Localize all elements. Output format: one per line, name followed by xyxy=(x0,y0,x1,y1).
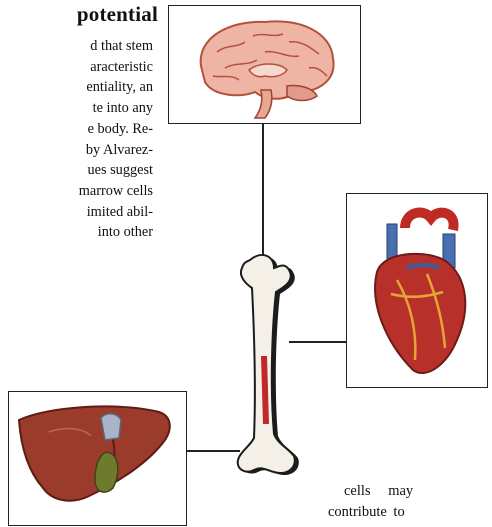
continuation-line: cells may xyxy=(322,481,492,502)
paragraph-line: d that stem xyxy=(0,36,153,57)
continuation-text: cells may contribute to xyxy=(322,481,492,523)
femur-bone-icon xyxy=(228,250,320,480)
paragraph-line: entiality, an xyxy=(0,77,153,98)
paragraph-line: ues suggest xyxy=(0,160,153,181)
brain-icon xyxy=(169,6,360,123)
paragraph-line: aracteristic xyxy=(0,57,153,78)
liver-panel xyxy=(8,391,187,526)
continuation-line: contribute to xyxy=(322,502,492,523)
paragraph-line: by Alvarez- xyxy=(0,140,153,161)
paragraph-line: e body. Re- xyxy=(0,119,153,140)
heart-icon xyxy=(347,194,487,387)
body-paragraph: d that stem aracteristic entiality, an t… xyxy=(0,36,153,243)
paragraph-line: into other xyxy=(0,222,153,243)
paragraph-line: te into any xyxy=(0,98,153,119)
paragraph-line: imited abil- xyxy=(0,202,153,223)
section-heading: potential xyxy=(0,2,158,27)
liver-icon xyxy=(9,392,186,525)
brain-panel xyxy=(168,5,361,124)
paragraph-line: marrow cells xyxy=(0,181,153,202)
heart-panel xyxy=(346,193,488,388)
